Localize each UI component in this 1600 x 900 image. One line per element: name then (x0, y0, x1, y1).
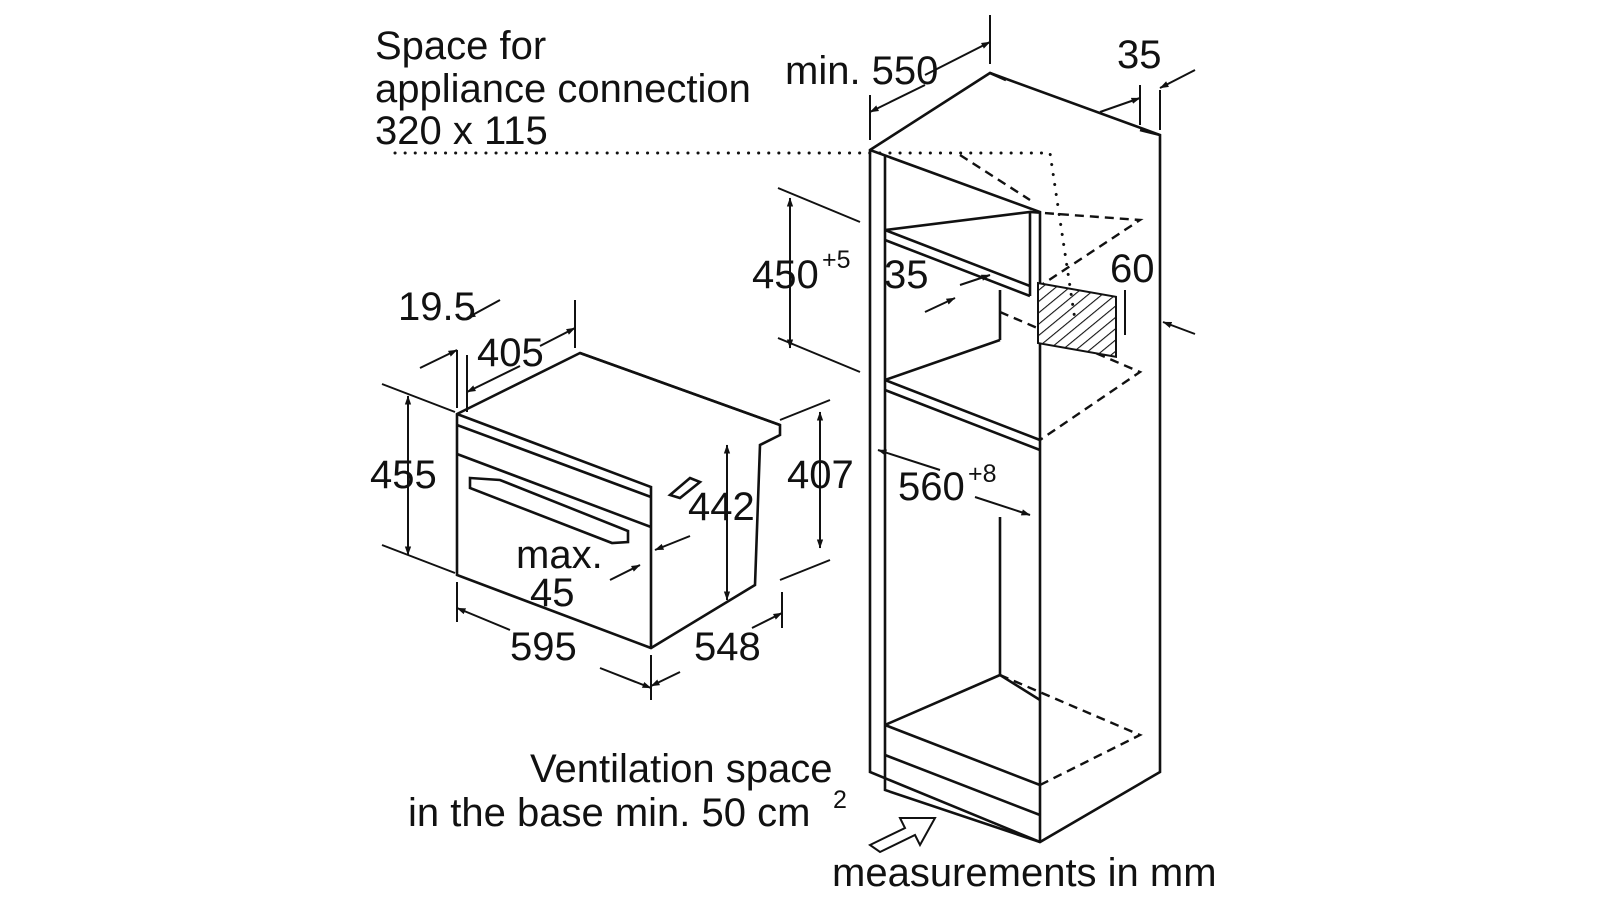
label-45: 45 (530, 571, 575, 615)
label-connection-1: Space for (375, 24, 546, 68)
lower-floor-front (884, 723, 1041, 787)
niche-top-shelf-front (884, 228, 1031, 288)
niche-bottom-shelf-front2 (884, 388, 1041, 452)
label-ventilation-2: in the base min. 50 cm (408, 791, 810, 835)
lower-floor-dashed (999, 673, 1143, 787)
cabinet-outline (868, 71, 1162, 844)
label-405: 405 (477, 331, 544, 375)
connection-dotted-line (393, 151, 1077, 322)
label-35-mid: 35 (884, 253, 929, 297)
label-ventilation-superscript: 2 (833, 786, 847, 814)
cabinet-front-edges (869, 148, 1042, 842)
label-560: 560 (898, 465, 965, 509)
label-595: 595 (510, 625, 577, 669)
oven-side-grip (667, 476, 703, 500)
oven (455, 351, 782, 650)
cabinet-top-lip-right (1139, 128, 1161, 137)
label-455: 455 (370, 453, 437, 497)
oven-front-edges (456, 412, 653, 648)
oven-top-back (579, 351, 781, 427)
label-442: 442 (688, 485, 755, 529)
label-35-top: 35 (1117, 33, 1162, 77)
labels: Space for appliance connection 320 x 115… (370, 24, 1217, 895)
tall-cabinet (393, 71, 1162, 844)
label-measurements-unit: measurements in mm (832, 851, 1217, 895)
label-450: 450 (752, 253, 819, 297)
plinth (883, 753, 1041, 844)
oven-handle (468, 476, 630, 545)
connection-space-hatched (1037, 281, 1117, 358)
label-connection-2: appliance connection (375, 67, 751, 111)
label-407: 407 (787, 453, 854, 497)
dimension-lines (381, 15, 1196, 854)
oven-top-panel-line (456, 423, 652, 499)
label-max: max. (516, 533, 603, 577)
niche-top-dashed2 (959, 153, 1031, 202)
label-560-tolerance: +8 (968, 460, 997, 488)
cabinet-top-lip (989, 71, 1007, 82)
niche-bottom-shelf-back (884, 338, 1001, 382)
niche-top-shelf-front2 (884, 238, 1031, 298)
label-60: 60 (1110, 247, 1155, 291)
label-ventilation-1: Ventilation space (530, 747, 832, 791)
niche-bottom-shelf-front (884, 378, 1041, 442)
label-connection-3: 320 x 115 (375, 109, 548, 153)
label-548: 548 (694, 625, 761, 669)
label-min-550: min. 550 (785, 49, 938, 93)
niche-top-dashed (1029, 210, 1144, 288)
oven-panel-divider (456, 452, 652, 529)
label-450-tolerance: +5 (822, 246, 851, 274)
ventilation-arrow-icon (868, 817, 937, 854)
label-19-5: 19.5 (398, 285, 476, 329)
